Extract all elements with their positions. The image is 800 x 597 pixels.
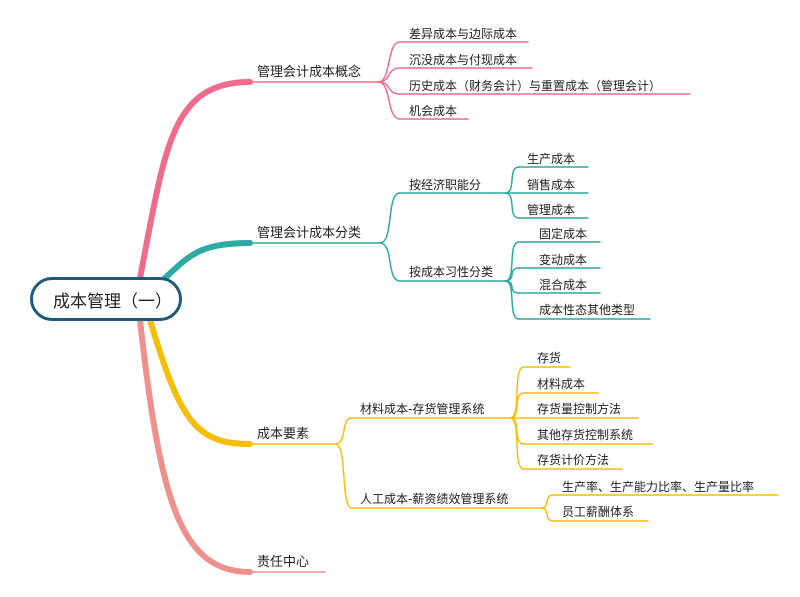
root-label: 成本管理（一） [53, 291, 172, 312]
branch-label-cost-classification[interactable]: 管理会计成本分类 [257, 226, 362, 241]
leaf-label[interactable]: 存货 [537, 351, 562, 365]
sub-branch-label[interactable]: 材料成本-存货管理系统 [360, 402, 485, 416]
child-connector [509, 417, 525, 470]
child-connector [377, 67, 401, 83]
child-connector [377, 41, 401, 83]
leaf-label[interactable]: 变动成本 [539, 253, 588, 267]
sub-branch-label[interactable]: 人工成本-薪资绩效管理系统 [360, 492, 509, 506]
leaf-label[interactable]: 销售成本 [527, 178, 576, 192]
child-connector [539, 494, 555, 509]
root-node[interactable]: 成本管理（一） [30, 277, 182, 321]
child-connector [334, 443, 353, 509]
sub-branch-label[interactable]: 按成本习性分类 [409, 265, 494, 279]
leaf-label[interactable]: 其他存货控制系统 [537, 428, 634, 442]
leaf-label[interactable]: 生产成本 [527, 152, 576, 166]
leaf-label[interactable]: 员工薪酬体系 [562, 505, 635, 519]
child-connector [379, 192, 401, 244]
branch-label-cost-concepts[interactable]: 管理会计成本概念 [257, 65, 362, 80]
leaf-label[interactable]: 机会成本 [409, 104, 458, 118]
child-connector [504, 192, 520, 219]
leaf-label[interactable]: 固定成本 [539, 227, 588, 241]
branch-label-cost-elements[interactable]: 成本要素 [257, 427, 310, 442]
child-connector [504, 166, 520, 194]
child-connector [377, 81, 401, 120]
branch-connector [137, 79, 253, 281]
branch-connector [147, 317, 253, 447]
sub-branch-label[interactable]: 按经济职能分 [409, 178, 482, 192]
leaf-label[interactable]: 管理成本 [527, 203, 576, 217]
leaf-label[interactable]: 沉没成本与付现成本 [409, 53, 518, 67]
branch-connector [162, 240, 253, 281]
child-connector [377, 81, 401, 95]
child-connector [539, 507, 555, 522]
leaf-label[interactable]: 成本性态其他类型 [539, 303, 636, 317]
leaf-label[interactable]: 历史成本（财务会计）与重置成本（管理会计） [409, 79, 662, 93]
child-connector [504, 280, 520, 320]
leaf-label[interactable]: 存货计价方法 [537, 453, 610, 467]
child-connector [509, 366, 525, 419]
child-connector [379, 242, 401, 282]
leaf-label[interactable]: 差异成本与边际成本 [409, 27, 518, 41]
leaf-label[interactable]: 存货量控制方法 [537, 402, 622, 416]
branch-connector [137, 317, 253, 575]
child-connector [504, 241, 520, 282]
leaf-label[interactable]: 生产率、生产能力比率、生产量比率 [562, 480, 755, 494]
child-connector [334, 417, 353, 445]
branch-label-responsibility-center[interactable]: 责任中心 [257, 555, 310, 570]
leaf-label[interactable]: 材料成本 [537, 377, 586, 391]
leaf-label[interactable]: 混合成本 [539, 278, 588, 292]
